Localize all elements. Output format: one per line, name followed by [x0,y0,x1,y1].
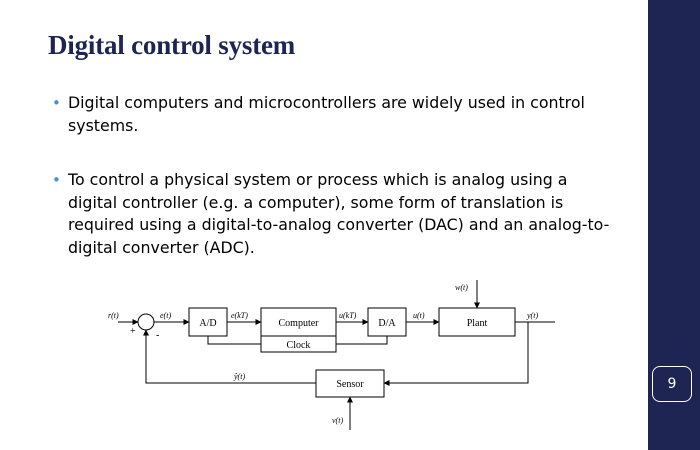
clock-dac-link [336,336,388,345]
plant-label: Plant [467,318,488,329]
error-signal-label: e(t) [160,311,171,320]
bullet-dot-icon: • [52,94,61,112]
output-feedback-line [383,322,529,386]
minus-sign: - [156,330,159,341]
clock-adc-link [207,336,261,345]
bullet-dot-icon: • [52,171,61,189]
control-signal-label: u(t) [413,311,425,320]
bullet-text: To control a physical system or process … [68,170,610,257]
bullet-list: • Digital computers and microcontrollers… [52,92,612,259]
noise-signal-label: v(t) [332,416,343,425]
disturbance-signal-label: w(t) [455,283,468,292]
dac-label: D/A [378,318,396,329]
output-signal-label: y(t) [526,311,538,320]
slide-title: Digital control system [48,30,296,60]
measured-feedback-line [143,329,316,384]
control-block-diagram: A/D Computer Clock D/A Plant Sensor r(t)… [108,280,555,430]
bullet-text: Digital computers and microcontrollers a… [68,93,585,135]
adc-label: A/D [199,318,216,329]
reference-signal-label: r(t) [108,311,119,320]
slide: Digital control system • Digital compute… [48,30,612,430]
page-number-badge: 9 [652,366,692,402]
sampled-error-signal-label: e(kT) [231,311,248,320]
measured-signal-label: ŷ(t) [233,372,245,381]
computer-label: Computer [279,318,320,329]
control-sampled-signal-label: u(kT) [339,311,357,320]
plus-sign: + [130,326,136,337]
bullet-item: • Digital computers and microcontrollers… [52,92,612,137]
bullet-item: • To control a physical system or proces… [52,169,612,259]
clock-label: Clock [287,340,311,351]
summing-junction [137,313,155,331]
sensor-label: Sensor [336,379,364,390]
